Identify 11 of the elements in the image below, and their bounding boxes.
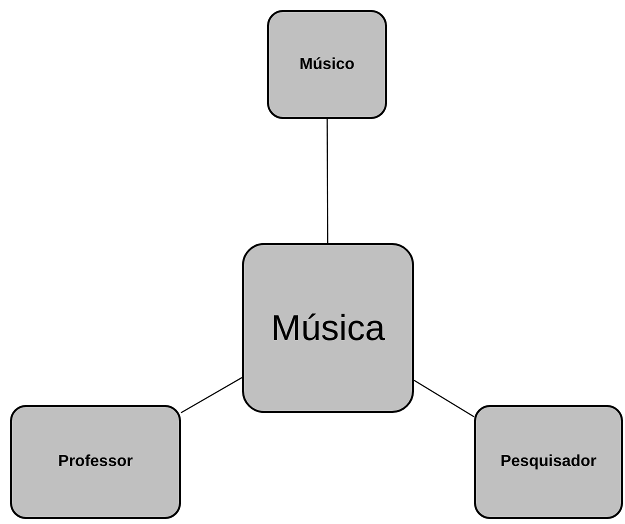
node-label: Músico xyxy=(299,56,355,74)
rounded-box xyxy=(474,405,623,519)
rounded-box xyxy=(242,243,414,413)
rounded-box xyxy=(10,405,181,519)
connector-line xyxy=(180,377,242,414)
node-label: Professor xyxy=(58,453,133,471)
rounded-box xyxy=(267,10,387,119)
node-label: Música xyxy=(270,307,386,349)
connector-line xyxy=(414,380,474,418)
node-label: Pesquisador xyxy=(500,453,597,471)
connector-line xyxy=(326,119,328,243)
